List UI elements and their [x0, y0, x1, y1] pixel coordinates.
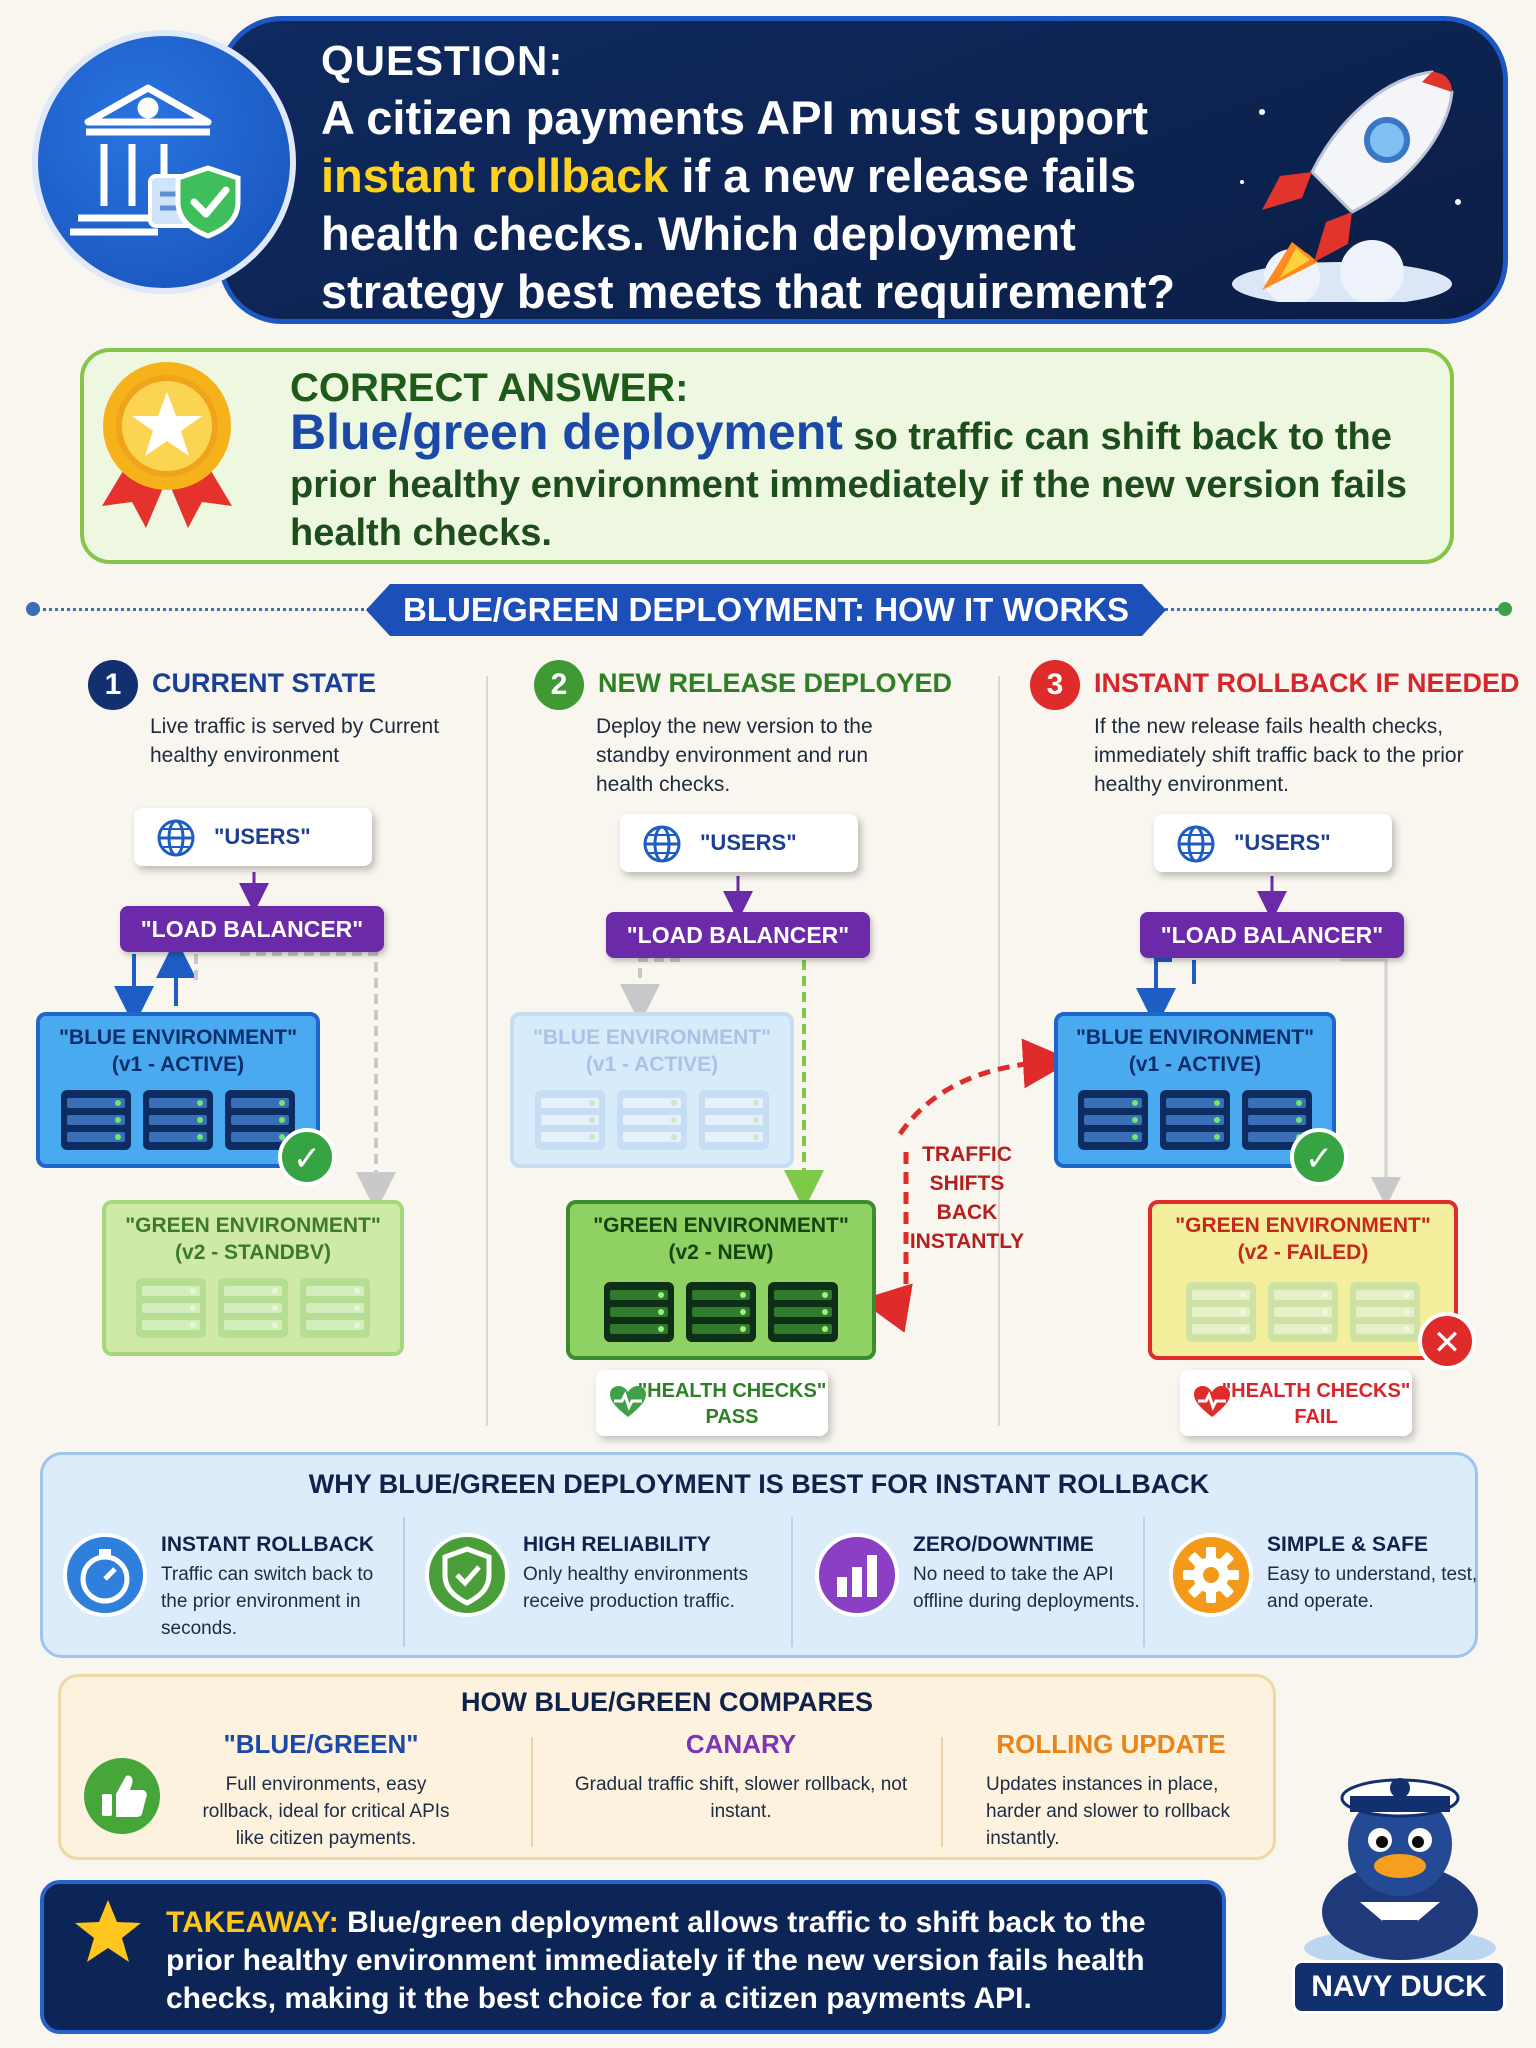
section-title: BLUE/GREEN DEPLOYMENT: HOW IT WORKS [366, 584, 1166, 636]
server-rack [40, 1090, 316, 1150]
step-number-3: 3 [1030, 660, 1080, 710]
load-balancer-2: "LOAD BALANCER" [606, 912, 870, 958]
step-desc-3: If the new release fails health checks, … [1094, 715, 1464, 796]
server-rack [106, 1278, 400, 1338]
takeaway-panel: TAKEAWAY: Blue/green deployment allows t… [40, 1880, 1226, 2034]
star-icon [72, 1896, 144, 1968]
compare-rolling-name: ROLLING UPDATE [996, 1729, 1226, 1759]
health-checks-pass: "HEALTH CHECKS" PASS [596, 1370, 828, 1436]
compare-title: HOW BLUE/GREEN COMPARES [460, 1687, 873, 1717]
error-badge-icon: ✕ [1418, 1312, 1476, 1370]
green-environment-1: "GREEN ENVIRONMENT" (v2 - STANDBV) [102, 1200, 404, 1356]
globe-icon [643, 825, 681, 863]
correct-answer-panel: CORRECT ANSWER: Blue/green deployment so… [80, 348, 1454, 564]
step-number-1: 1 [88, 660, 138, 710]
navy-duck-mascot [1290, 1752, 1510, 2022]
step-divider [486, 676, 488, 1426]
correct-answer-emphasis: Blue/green deployment [290, 404, 843, 460]
compare-bluegreen-name: "BLUE/GREEN" [223, 1729, 419, 1759]
health-checks-fail: "HEALTH CHECKS" FAIL [1180, 1370, 1412, 1436]
server-icon [136, 1278, 206, 1338]
divider-dot-left [26, 602, 40, 616]
rocket-icon [1222, 52, 1472, 306]
server-icon [699, 1090, 769, 1150]
takeaway-text: TAKEAWAY: Blue/green deployment allows t… [166, 1906, 1146, 2015]
compare-canary-name: CANARY [685, 1729, 797, 1759]
question-banner: QUESTION: A citizen payments API must su… [218, 16, 1508, 324]
blue-environment-2: "BLUE ENVIRONMENT" (v1 - ACTIVE) [510, 1012, 794, 1168]
correct-answer-text: Blue/green deployment so traffic can shi… [290, 404, 1408, 554]
step-title-3: INSTANT ROLLBACK IF NEEDED [1094, 668, 1520, 698]
step-desc-2: Deploy the new version to the standby en… [596, 715, 873, 796]
mascot-label: NAVY DUCK [1292, 1960, 1506, 2014]
question-label: QUESTION: [321, 37, 564, 84]
server-rack [1152, 1282, 1454, 1342]
compare-bluegreen-text: Full environments, easy rollback, ideal … [202, 1774, 450, 1849]
why-item-high-reliability: HIGH RELIABILITY Only healthy environmen… [425, 1523, 765, 1647]
step-title-2: NEW RELEASE DEPLOYED [598, 668, 953, 698]
why-item-zero-downtime: ZERO/DOWNTIME No need to take the API of… [815, 1523, 1145, 1647]
server-icon [768, 1282, 838, 1342]
server-icon [686, 1282, 756, 1342]
divider-dot-right [1498, 602, 1512, 616]
step-desc-1: Live traffic is served by Current health… [150, 715, 440, 767]
traffic-shift-note: TRAFFIC SHIFTS BACK INSTANTLY [909, 1143, 1025, 1253]
check-badge-icon: ✓ [1290, 1128, 1348, 1186]
users-node-2: "USERS" [620, 814, 858, 872]
heart-pulse-icon [610, 1386, 646, 1417]
step-number-2: 2 [534, 660, 584, 710]
compare-rolling-text: Updates instances in place, harder and s… [986, 1774, 1230, 1849]
server-icon [1350, 1282, 1420, 1342]
server-icon [617, 1090, 687, 1150]
heart-pulse-icon [1194, 1386, 1230, 1417]
shield-check-icon [425, 1533, 509, 1617]
server-rack [514, 1090, 790, 1150]
server-icon [218, 1278, 288, 1338]
why-title: WHY BLUE/GREEN DEPLOYMENT IS BEST FOR IN… [308, 1469, 1210, 1499]
correct-answer-label: CORRECT ANSWER: [290, 366, 689, 410]
server-icon [1160, 1090, 1230, 1150]
server-icon [143, 1090, 213, 1150]
server-icon [604, 1282, 674, 1342]
gear-icon [1169, 1533, 1253, 1617]
step-divider [998, 676, 1000, 1426]
server-icon [1186, 1282, 1256, 1342]
check-badge-icon: ✓ [278, 1128, 336, 1186]
why-panel: WHY BLUE/GREEN DEPLOYMENT IS BEST FOR IN… [40, 1452, 1478, 1658]
globe-icon [157, 819, 195, 857]
blue-environment-1: "BLUE ENVIRONMENT" (v1 - ACTIVE) [36, 1012, 320, 1168]
flow-arrows [114, 872, 1401, 1333]
server-rack [1058, 1090, 1332, 1150]
green-environment-3-failed: "GREEN ENVIRONMENT" (v2 - FAILED) [1148, 1200, 1458, 1360]
stopwatch-icon [63, 1533, 147, 1617]
government-payment-icon [32, 30, 296, 294]
server-icon [61, 1090, 131, 1150]
server-icon [1078, 1090, 1148, 1150]
question-highlight: instant rollback [321, 149, 669, 202]
blue-environment-3: "BLUE ENVIRONMENT" (v1 - ACTIVE) [1054, 1012, 1336, 1168]
server-icon [535, 1090, 605, 1150]
users-node-3: "USERS" [1154, 814, 1392, 872]
takeaway-label: TAKEAWAY: [166, 1906, 339, 1939]
step-title-1: CURRENT STATE [152, 668, 376, 698]
compare-canary-text: Gradual traffic shift, slower rollback, … [574, 1774, 908, 1822]
compare-panel: HOW BLUE/GREEN COMPARES "BLUE/GREEN" Ful… [58, 1674, 1276, 1860]
users-node-1: "USERS" [134, 808, 372, 866]
why-item-instant-rollback: INSTANT ROLLBACK Traffic can switch back… [63, 1523, 393, 1647]
green-environment-2: "GREEN ENVIRONMENT" (v2 - NEW) [566, 1200, 876, 1360]
load-balancer-1: "LOAD BALANCER" [120, 906, 384, 952]
award-medal-icon [92, 356, 242, 536]
why-item-simple-safe: SIMPLE & SAFE Easy to understand, test, … [1169, 1523, 1477, 1647]
globe-icon [1177, 825, 1215, 863]
server-icon [1268, 1282, 1338, 1342]
thumbs-up-icon [84, 1758, 160, 1834]
server-icon [300, 1278, 370, 1338]
load-balancer-3: "LOAD BALANCER" [1140, 912, 1404, 958]
bar-chart-icon [815, 1533, 899, 1617]
question-text: A citizen payments API must support inst… [321, 91, 1176, 318]
server-rack [570, 1282, 872, 1342]
